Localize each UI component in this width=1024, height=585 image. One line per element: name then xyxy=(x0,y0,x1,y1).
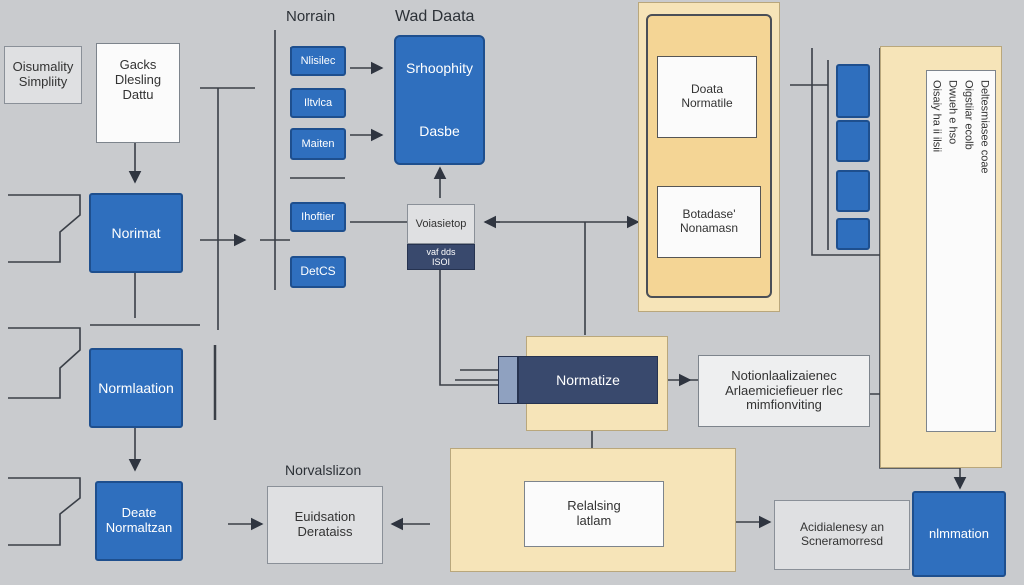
simplicity-label-box[interactable]: Oisumality Simpliity xyxy=(4,46,82,104)
yellow-top-card-line-2: Normatile xyxy=(681,96,733,110)
right-panel-text-3: Oigstiiar ecolb xyxy=(962,80,975,150)
bottom-box-line-1: Deate xyxy=(121,505,157,521)
small-box-5[interactable]: DetCS xyxy=(290,256,346,288)
acidiale-line-2: Scneramorresd xyxy=(800,534,884,548)
right-panel-card[interactable] xyxy=(926,70,996,432)
card-line-2: Dlesling xyxy=(114,71,162,87)
small-box-3-label: Maiten xyxy=(301,137,335,150)
bottom-box-line-2: Normaltzan xyxy=(105,520,173,535)
small-box-5-label: DetCS xyxy=(300,264,336,279)
small-box-2[interactable]: Iltvlca xyxy=(290,88,346,118)
bottom-normalization-box[interactable]: Deate Normaltzan xyxy=(95,481,183,561)
yellow-bottom-card-line-1: Botadase' xyxy=(682,207,736,222)
yellow-top-card[interactable]: Doata Normatile xyxy=(657,56,757,138)
big-blue-box[interactable]: Srhoophity Dasbe xyxy=(394,35,485,165)
small-box-1[interactable]: Nlisilec xyxy=(290,46,346,76)
card-line-1: Gacks xyxy=(119,57,157,72)
right-panel-text-1: Oisaiy ha ii ilsii xyxy=(930,80,943,153)
note-line-3: mimfionviting xyxy=(746,397,822,413)
right-chip-4[interactable] xyxy=(836,218,870,250)
yellow-top-card-line-1: Doata xyxy=(690,82,724,97)
small-box-4[interactable]: Ihoftier xyxy=(290,202,346,232)
eualsation-box[interactable]: Euidsation Derataiss xyxy=(267,486,383,564)
center-node-top[interactable]: Voiasietop xyxy=(407,204,475,244)
center-node-top-label: Voiasietop xyxy=(415,217,467,230)
right-chip-2[interactable] xyxy=(836,120,870,162)
normatize-box[interactable]: Normatize xyxy=(518,356,658,404)
eualsation-line-2: Derataiss xyxy=(297,524,353,539)
relalsing-line-1: Relalsing xyxy=(567,498,621,514)
data-card[interactable]: Gacks Dlesling Dattu xyxy=(96,43,180,143)
big-blue-title: Srhoophity xyxy=(406,60,473,77)
normatize-box-label: Normatize xyxy=(556,371,620,388)
note-box[interactable]: Notionlaalizaienec Arlaemiciefieuer rlec… xyxy=(698,355,870,427)
center-node-bottom-line-1: vaf dds xyxy=(426,246,456,257)
relalsing-line-2: latlam xyxy=(576,513,612,528)
right-blue-box[interactable]: nlmmation xyxy=(912,491,1006,577)
eualsation-line-1: Euidsation xyxy=(294,509,356,525)
norwalsizon-label: Norvalslizon xyxy=(285,462,362,478)
yellow-bottom-card[interactable]: Botadase' Nonamasn xyxy=(657,186,761,258)
header-right-title: Wad Daata xyxy=(395,8,475,25)
center-node-bottom-line-2: ISOI xyxy=(431,257,450,267)
small-box-1-label: Nlisilec xyxy=(300,54,336,67)
big-blue-subtitle: Dasbe xyxy=(419,123,460,140)
acidiale-line-1: Acidialenesy an xyxy=(799,520,885,535)
right-chip-3[interactable] xyxy=(836,170,870,212)
note-line-1: Notionlaalizaienec xyxy=(731,367,837,383)
small-box-3[interactable]: Maiten xyxy=(290,128,346,160)
relalsing-box[interactable]: Relalsing latlam xyxy=(524,481,664,547)
normatize-tab xyxy=(498,356,518,404)
yellow-bottom-card-line-2: Nonamasn xyxy=(679,221,739,235)
small-box-2-label: Iltvlca xyxy=(303,96,333,109)
right-chip-1[interactable] xyxy=(836,64,870,118)
normalation-box-label: Normlaation xyxy=(98,379,174,396)
normal-box[interactable]: Norimat xyxy=(89,193,183,273)
header-left-title: Norrain xyxy=(286,8,336,25)
card-line-3: Dattu xyxy=(122,86,154,102)
normalation-box[interactable]: Normlaation xyxy=(89,348,183,428)
right-panel-text-2: Dwueh e hso xyxy=(946,80,959,145)
right-panel-text-4: Deltesmiasee coae xyxy=(978,80,991,174)
right-blue-box-label: nlmmation xyxy=(929,525,989,541)
note-line-2: Arlaemiciefieuer rlec xyxy=(725,382,843,398)
center-node-bottom[interactable]: vaf dds ISOI xyxy=(407,244,475,270)
normal-box-label: Norimat xyxy=(111,224,161,241)
small-box-4-label: Ihoftier xyxy=(301,210,335,223)
simplicity-label: Oisumality Simpliity xyxy=(12,59,74,89)
acidiale-box[interactable]: Acidialenesy an Scneramorresd xyxy=(774,500,910,570)
